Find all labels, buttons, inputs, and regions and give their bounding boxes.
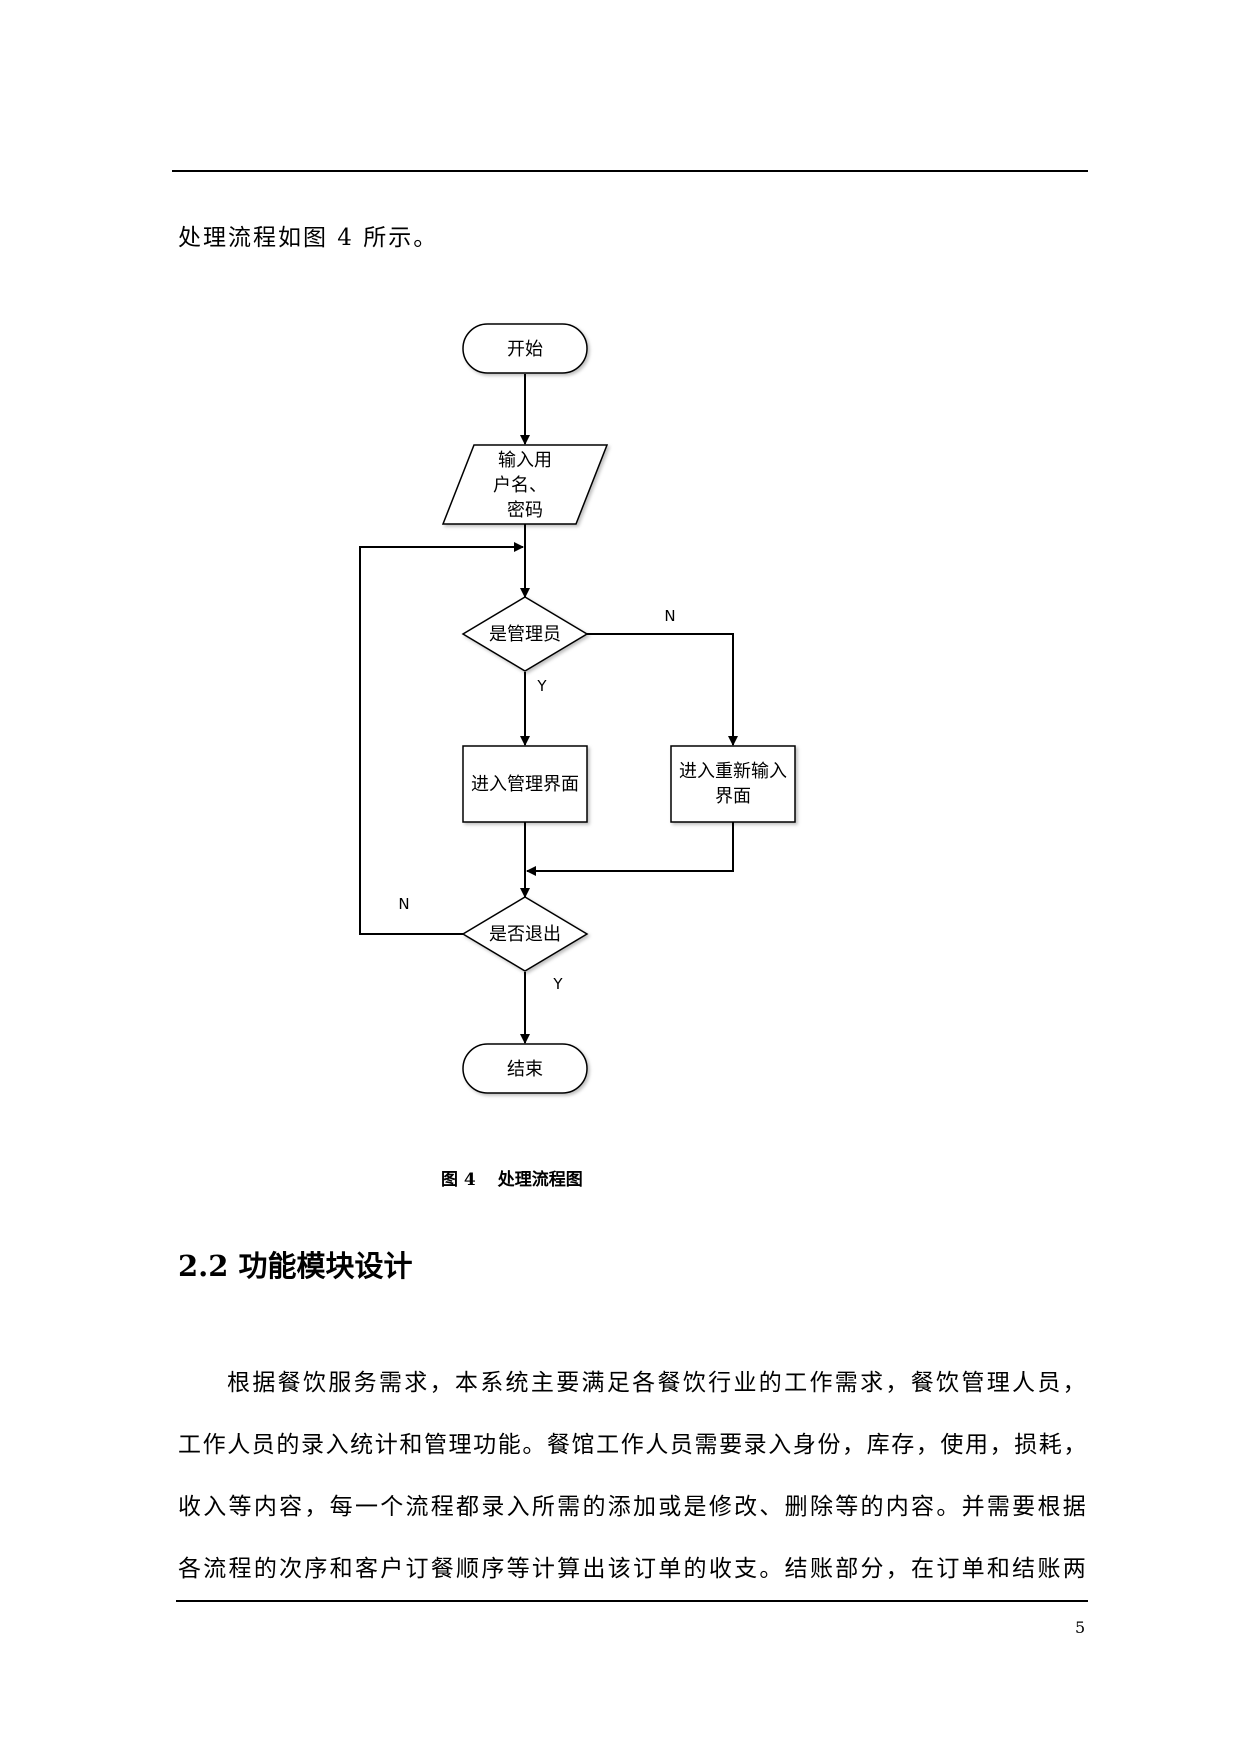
figure-title: 处理流程图	[497, 1170, 583, 1190]
exit-decision-label: 是否退出	[489, 924, 561, 945]
input-label-line-1: 输入用	[498, 450, 552, 471]
exit-decision-diamond	[461, 896, 589, 972]
reenter-process-box	[670, 745, 796, 823]
body-line-1: 根据餐饮服务需求，本系统主要满足各餐饮行业的工作需求，餐饮管理人员，	[227, 1370, 1088, 1396]
admin-process-box	[462, 745, 588, 823]
body-line-2: 工作人员的录入统计和管理功能。餐馆工作人员需要录入身份，库存，使用，损耗，	[178, 1432, 1088, 1458]
footer-rule	[176, 1600, 1088, 1602]
start-label: 开始	[507, 339, 543, 360]
body-line-3: 收入等内容，每一个流程都录入所需的添加或是修改、删除等的内容。并需要根据	[178, 1494, 1088, 1520]
reenter-process-label-line-1: 进入重新输入	[679, 761, 787, 782]
flow-arrow-admin-no	[587, 633, 738, 746]
exit-no-label: N	[398, 895, 409, 913]
exit-yes-label: Y	[552, 975, 563, 993]
input-label-line-3: 密码	[507, 500, 543, 521]
end-label: 结束	[507, 1059, 543, 1080]
input-parallelogram	[441, 444, 609, 525]
figure-caption: 图 4 处理流程图	[441, 1165, 583, 1190]
process-flowchart: 开始 输入用 户名、 密码 是管理员 进入管理界面 进入重新输入 界面 是否退出…	[359, 323, 796, 1094]
flow-arrow-exit-no-loop	[359, 542, 524, 935]
admin-process-label: 进入管理界面	[471, 774, 579, 795]
section-heading: 2.2 功能模块设计	[178, 1249, 413, 1283]
header-rule	[172, 170, 1088, 172]
start-terminal	[462, 323, 588, 374]
input-label-line-2: 户名、	[493, 475, 547, 496]
end-terminal	[462, 1043, 588, 1094]
admin-decision-diamond	[461, 596, 589, 672]
admin-no-label: N	[664, 607, 675, 625]
figure-number: 图 4	[441, 1170, 476, 1190]
intro-paragraph: 处理流程如图 4 所示。	[178, 225, 439, 251]
reenter-process-label-line-2: 界面	[715, 786, 751, 807]
page-number: 5	[1075, 1618, 1086, 1637]
admin-decision-label: 是管理员	[489, 624, 561, 645]
admin-yes-label: Y	[536, 677, 547, 695]
body-line-4: 各流程的次序和客户订餐顺序等计算出该订单的收支。结账部分，在订单和结账两	[178, 1556, 1088, 1582]
flow-arrow-reenter-to-exit	[526, 822, 734, 876]
